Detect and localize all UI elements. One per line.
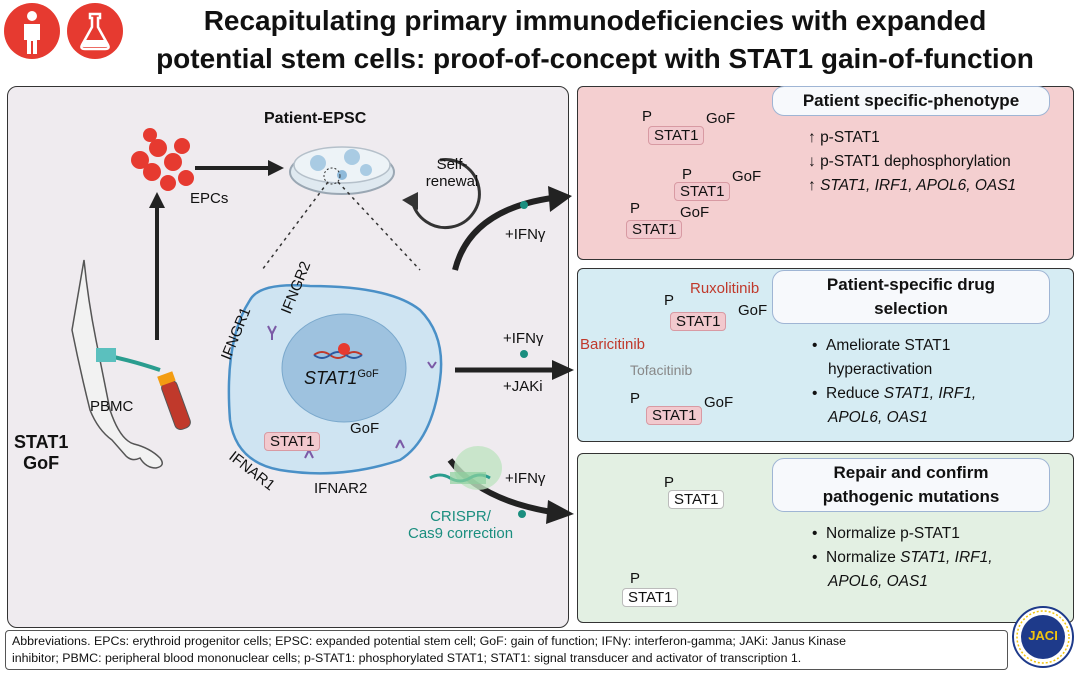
stat1-gene: STAT1 <box>304 368 358 388</box>
p1-gof-1: GoF <box>706 110 736 127</box>
p2-bullet-2-genes: STAT1, IRF1, <box>883 385 977 402</box>
p3-bullet-2-cont: APOL6, OAS1 <box>828 573 928 590</box>
p2-gof-2: GoF <box>704 394 734 411</box>
epcs-label: EPCs <box>190 190 229 207</box>
p3-bullet-1-text: Normalize p-STAT1 <box>826 525 960 542</box>
repair-heading-line-2: pathogenic mutations <box>822 487 1000 506</box>
drug-heading-line-2: selection <box>874 299 948 318</box>
footer-line-2: inhibitor; PBMC: peripheral blood mononu… <box>12 651 802 665</box>
p1-gof-3: GoF <box>680 204 710 221</box>
p2-stat1-1: STAT1 <box>670 312 727 331</box>
stat1-box: STAT1 <box>264 432 321 451</box>
arrow2-label-2: +JAKi <box>503 378 543 395</box>
person-icon <box>3 2 61 60</box>
phenotype-heading: Patient specific-phenotype <box>772 86 1050 116</box>
patient-epsc-label: Patient-EPSC <box>264 110 367 127</box>
down-arrow-icon: ↓ <box>808 153 816 170</box>
tofacitinib-label: Tofacitinib <box>630 362 693 378</box>
dna-icon <box>313 351 363 359</box>
gene-sup: GoF <box>357 368 379 380</box>
p2-bullet-2: • Reduce STAT1, IRF1, <box>812 385 977 402</box>
p1-stat1-3: STAT1 <box>626 220 683 239</box>
p1-bullet-3-text: STAT1, IRF1, APOL6, OAS1 <box>820 177 1017 194</box>
p1-bullet-1: ↑ p-STAT1 <box>808 126 1016 150</box>
drug-bullets: • Ameliorate STAT1 hyperactivation • Red… <box>812 334 976 430</box>
page-title: Recapitulating primary immunodeficiencie… <box>130 2 1060 78</box>
up-arrow-icon: ↑ <box>808 177 816 194</box>
p1-stat1-2: STAT1 <box>674 182 731 201</box>
stat1-gof-line-2: GoF <box>23 453 60 473</box>
drug-heading: Patient-specific drug selection <box>772 270 1050 324</box>
p1-bullet-3: ↑ STAT1, IRF1, APOL6, OAS1 <box>808 174 1016 198</box>
gof-label: GoF <box>350 420 380 437</box>
p2-gof-1: GoF <box>738 302 768 319</box>
flask-icon <box>66 2 124 60</box>
p2-bullet-2-prefix: Reduce <box>826 385 884 402</box>
repair-heading: Repair and confirm pathogenic mutations <box>772 458 1050 512</box>
footer-line-1: Abbreviations. EPCs: erythroid progenito… <box>12 634 847 648</box>
p3-stat1-2: STAT1 <box>622 588 679 607</box>
arrow2-label-1: +IFNγ <box>503 330 544 347</box>
p3-p-2: P <box>630 570 641 587</box>
epsc-cell <box>227 284 443 475</box>
arrow3-label: +IFNγ <box>505 470 546 487</box>
blood-tube-icon <box>96 348 191 431</box>
p1-p-3: P <box>630 200 641 217</box>
crispr-line-2: Cas9 correction <box>408 525 514 542</box>
p1-p-2: P <box>682 166 693 183</box>
epc-cells <box>131 128 194 191</box>
p1-gof-2: GoF <box>732 168 762 185</box>
title-line-1: Recapitulating primary immunodeficiencie… <box>203 5 987 36</box>
up-arrow-icon: ↑ <box>808 129 816 146</box>
title-line-2: potential stem cells: proof-of-concept w… <box>156 43 1034 74</box>
p3-bullet-2: • Normalize STAT1, IRF1, <box>812 549 993 566</box>
p3-bullet-1: • Normalize p-STAT1 <box>812 525 960 542</box>
crispr-line-1: CRISPR/ <box>430 508 491 525</box>
p2-bullet-1: • Ameliorate STAT1 <box>812 337 951 354</box>
p1-bullet-1-text: p-STAT1 <box>820 129 880 146</box>
p3-stat1-1: STAT1 <box>668 490 725 509</box>
ifnar2-label: IFNAR2 <box>314 480 368 497</box>
abbreviations-footer: Abbreviations. EPCs: erythroid progenito… <box>5 630 1008 670</box>
arm-illustration <box>71 259 163 469</box>
p1-p-1: P <box>642 108 653 125</box>
p3-p-1: P <box>664 474 675 491</box>
self-renewal-label: Self- renewal <box>422 156 482 190</box>
repair-bullets: • Normalize p-STAT1 • Normalize STAT1, I… <box>812 522 993 594</box>
petri-dish-icon <box>289 146 395 195</box>
p1-bullet-2: ↓ p-STAT1 dephosphorylation <box>808 150 1016 174</box>
p2-bullet-1-cont: hyperactivation <box>828 361 933 378</box>
p2-stat1-2: STAT1 <box>646 406 703 425</box>
jaci-seal-text: JACI <box>1028 628 1058 643</box>
drug-heading-line-1: Patient-specific drug <box>826 275 996 294</box>
phenotype-bullets: ↑ p-STAT1 ↓ p-STAT1 dephosphorylation ↑ … <box>808 126 1016 198</box>
self-renewal-line-1: Self- <box>436 156 468 173</box>
p3-bullet-2-prefix: Normalize <box>826 549 901 566</box>
stat1-gof-line-1: STAT1 <box>14 432 69 452</box>
p3-bullet-2-genes: STAT1, IRF1, <box>900 549 993 566</box>
jaci-seal-icon: JACI <box>1012 606 1074 668</box>
crispr-label: CRISPR/ Cas9 correction <box>408 508 513 542</box>
baricitinib-label: Baricitinib <box>580 336 646 353</box>
ruxolitinib-label: Ruxolitinib <box>690 280 760 297</box>
self-renewal-line-2: renewal <box>425 173 479 190</box>
repair-heading-line-1: Repair and confirm <box>833 463 989 482</box>
arrow1-label: +IFNγ <box>505 226 546 243</box>
stat1-gof-label: STAT1 GoF <box>14 432 68 474</box>
pbmc-label: PBMC <box>90 398 134 415</box>
crispr-icon <box>429 446 502 490</box>
p2-bullet-1-text: Ameliorate STAT1 <box>826 337 951 354</box>
p1-bullet-2-text: p-STAT1 dephosphorylation <box>820 153 1011 170</box>
p1-stat1-1: STAT1 <box>648 126 705 145</box>
p2-p-2: P <box>630 390 641 407</box>
stat1-gene-label: STAT1GoF <box>304 368 379 389</box>
p2-p-1: P <box>664 292 675 309</box>
p2-bullet-2-cont: APOL6, OAS1 <box>828 409 928 426</box>
